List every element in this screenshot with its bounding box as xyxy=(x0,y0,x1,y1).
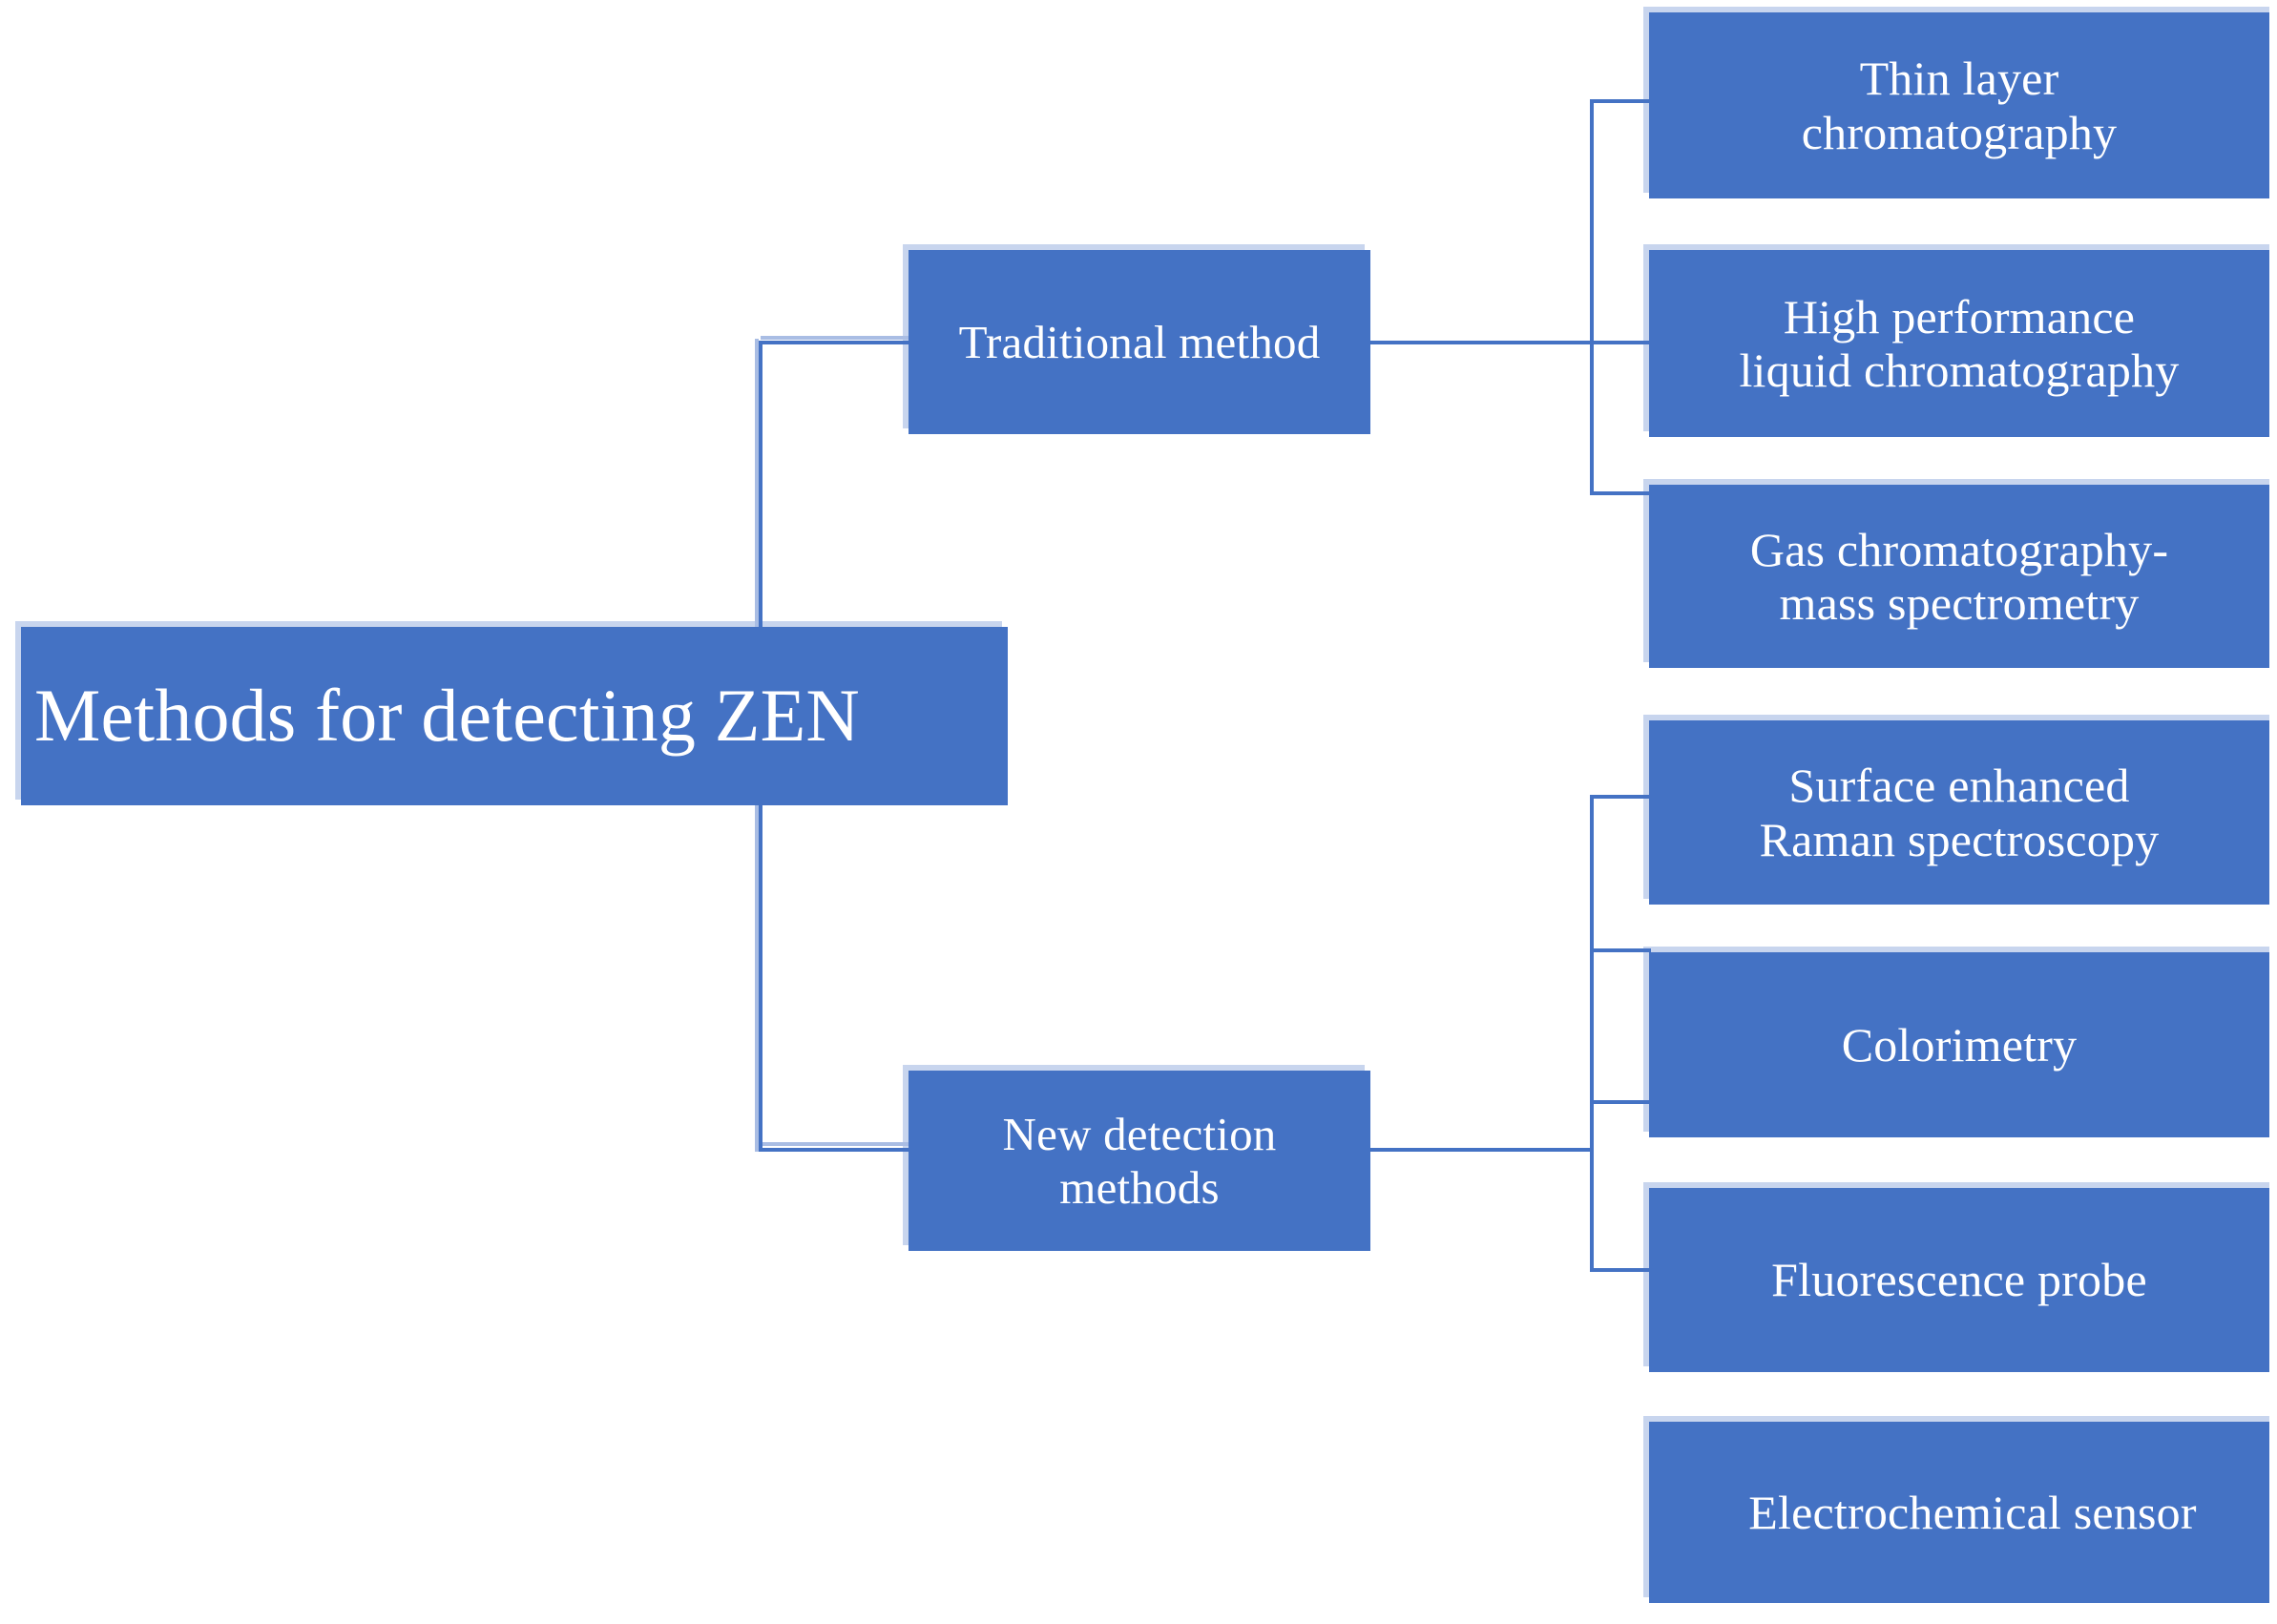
node-high-performance-liquid-chromatography[interactable]: High performance liquid chromatography xyxy=(1649,250,2269,437)
node-electrochemical-sensor[interactable]: Electrochemical sensor xyxy=(1649,1422,2269,1603)
node-colorimetry[interactable]: Colorimetry xyxy=(1649,952,2269,1137)
connector-new-methods-stem xyxy=(1370,1148,1594,1152)
connector-traditional-trunk xyxy=(1590,99,1594,495)
node-colorimetry-label: Colorimetry xyxy=(1841,1017,2078,1072)
node-root[interactable]: Methods for detecting ZEN xyxy=(21,627,1008,805)
connector-root-to-traditional xyxy=(759,341,910,344)
connector-new-methods-to-leaf-5 xyxy=(1590,1100,1651,1104)
node-root-label: Methods for detecting ZEN xyxy=(34,674,860,758)
node-electrochemical-sensor-label: Electrochemical sensor xyxy=(1748,1485,2197,1539)
connector-traditional-to-leaf-1 xyxy=(1590,341,1651,344)
connector-traditional-to-leaf-0 xyxy=(1590,99,1651,103)
connector-traditional-to-leaf-2 xyxy=(1590,491,1651,495)
connector-traditional-stem xyxy=(1370,341,1594,344)
connector-new-methods-to-leaf-4 xyxy=(1590,948,1651,952)
connector-root-to-new-methods xyxy=(759,1148,910,1152)
node-thin-layer-chromatography[interactable]: Thin layer chromatography xyxy=(1649,12,2269,198)
node-traditional-method[interactable]: Traditional method xyxy=(909,250,1370,434)
connector-shadow-root-top xyxy=(761,336,912,340)
node-fluorescence-probe[interactable]: Fluorescence probe xyxy=(1649,1188,2269,1372)
connector-new-methods-to-leaf-3 xyxy=(1590,795,1651,799)
connector-shadow-root-bottom xyxy=(761,1142,912,1146)
connector-new-methods-to-leaf-6 xyxy=(1590,1268,1651,1272)
node-fluorescence-probe-label: Fluorescence probe xyxy=(1771,1253,2147,1307)
node-high-performance-liquid-chromatography-label: High performance liquid chromatography xyxy=(1739,289,2180,398)
node-gas-chromatography-mass-spectrometry[interactable]: Gas chromatography- mass spectrometry xyxy=(1649,485,2269,668)
node-traditional-method-label: Traditional method xyxy=(958,315,1321,368)
node-new-detection-methods-label: New detection methods xyxy=(1002,1108,1277,1214)
node-gas-chromatography-mass-spectrometry-label: Gas chromatography- mass spectrometry xyxy=(1749,522,2169,631)
node-thin-layer-chromatography-label: Thin layer chromatography xyxy=(1801,52,2118,159)
node-surface-enhanced-raman-spectroscopy-label: Surface enhanced Raman spectroscopy xyxy=(1759,759,2160,866)
connector-new-methods-trunk xyxy=(1590,795,1594,1272)
node-surface-enhanced-raman-spectroscopy[interactable]: Surface enhanced Raman spectroscopy xyxy=(1649,720,2269,905)
node-new-detection-methods[interactable]: New detection methods xyxy=(909,1071,1370,1251)
